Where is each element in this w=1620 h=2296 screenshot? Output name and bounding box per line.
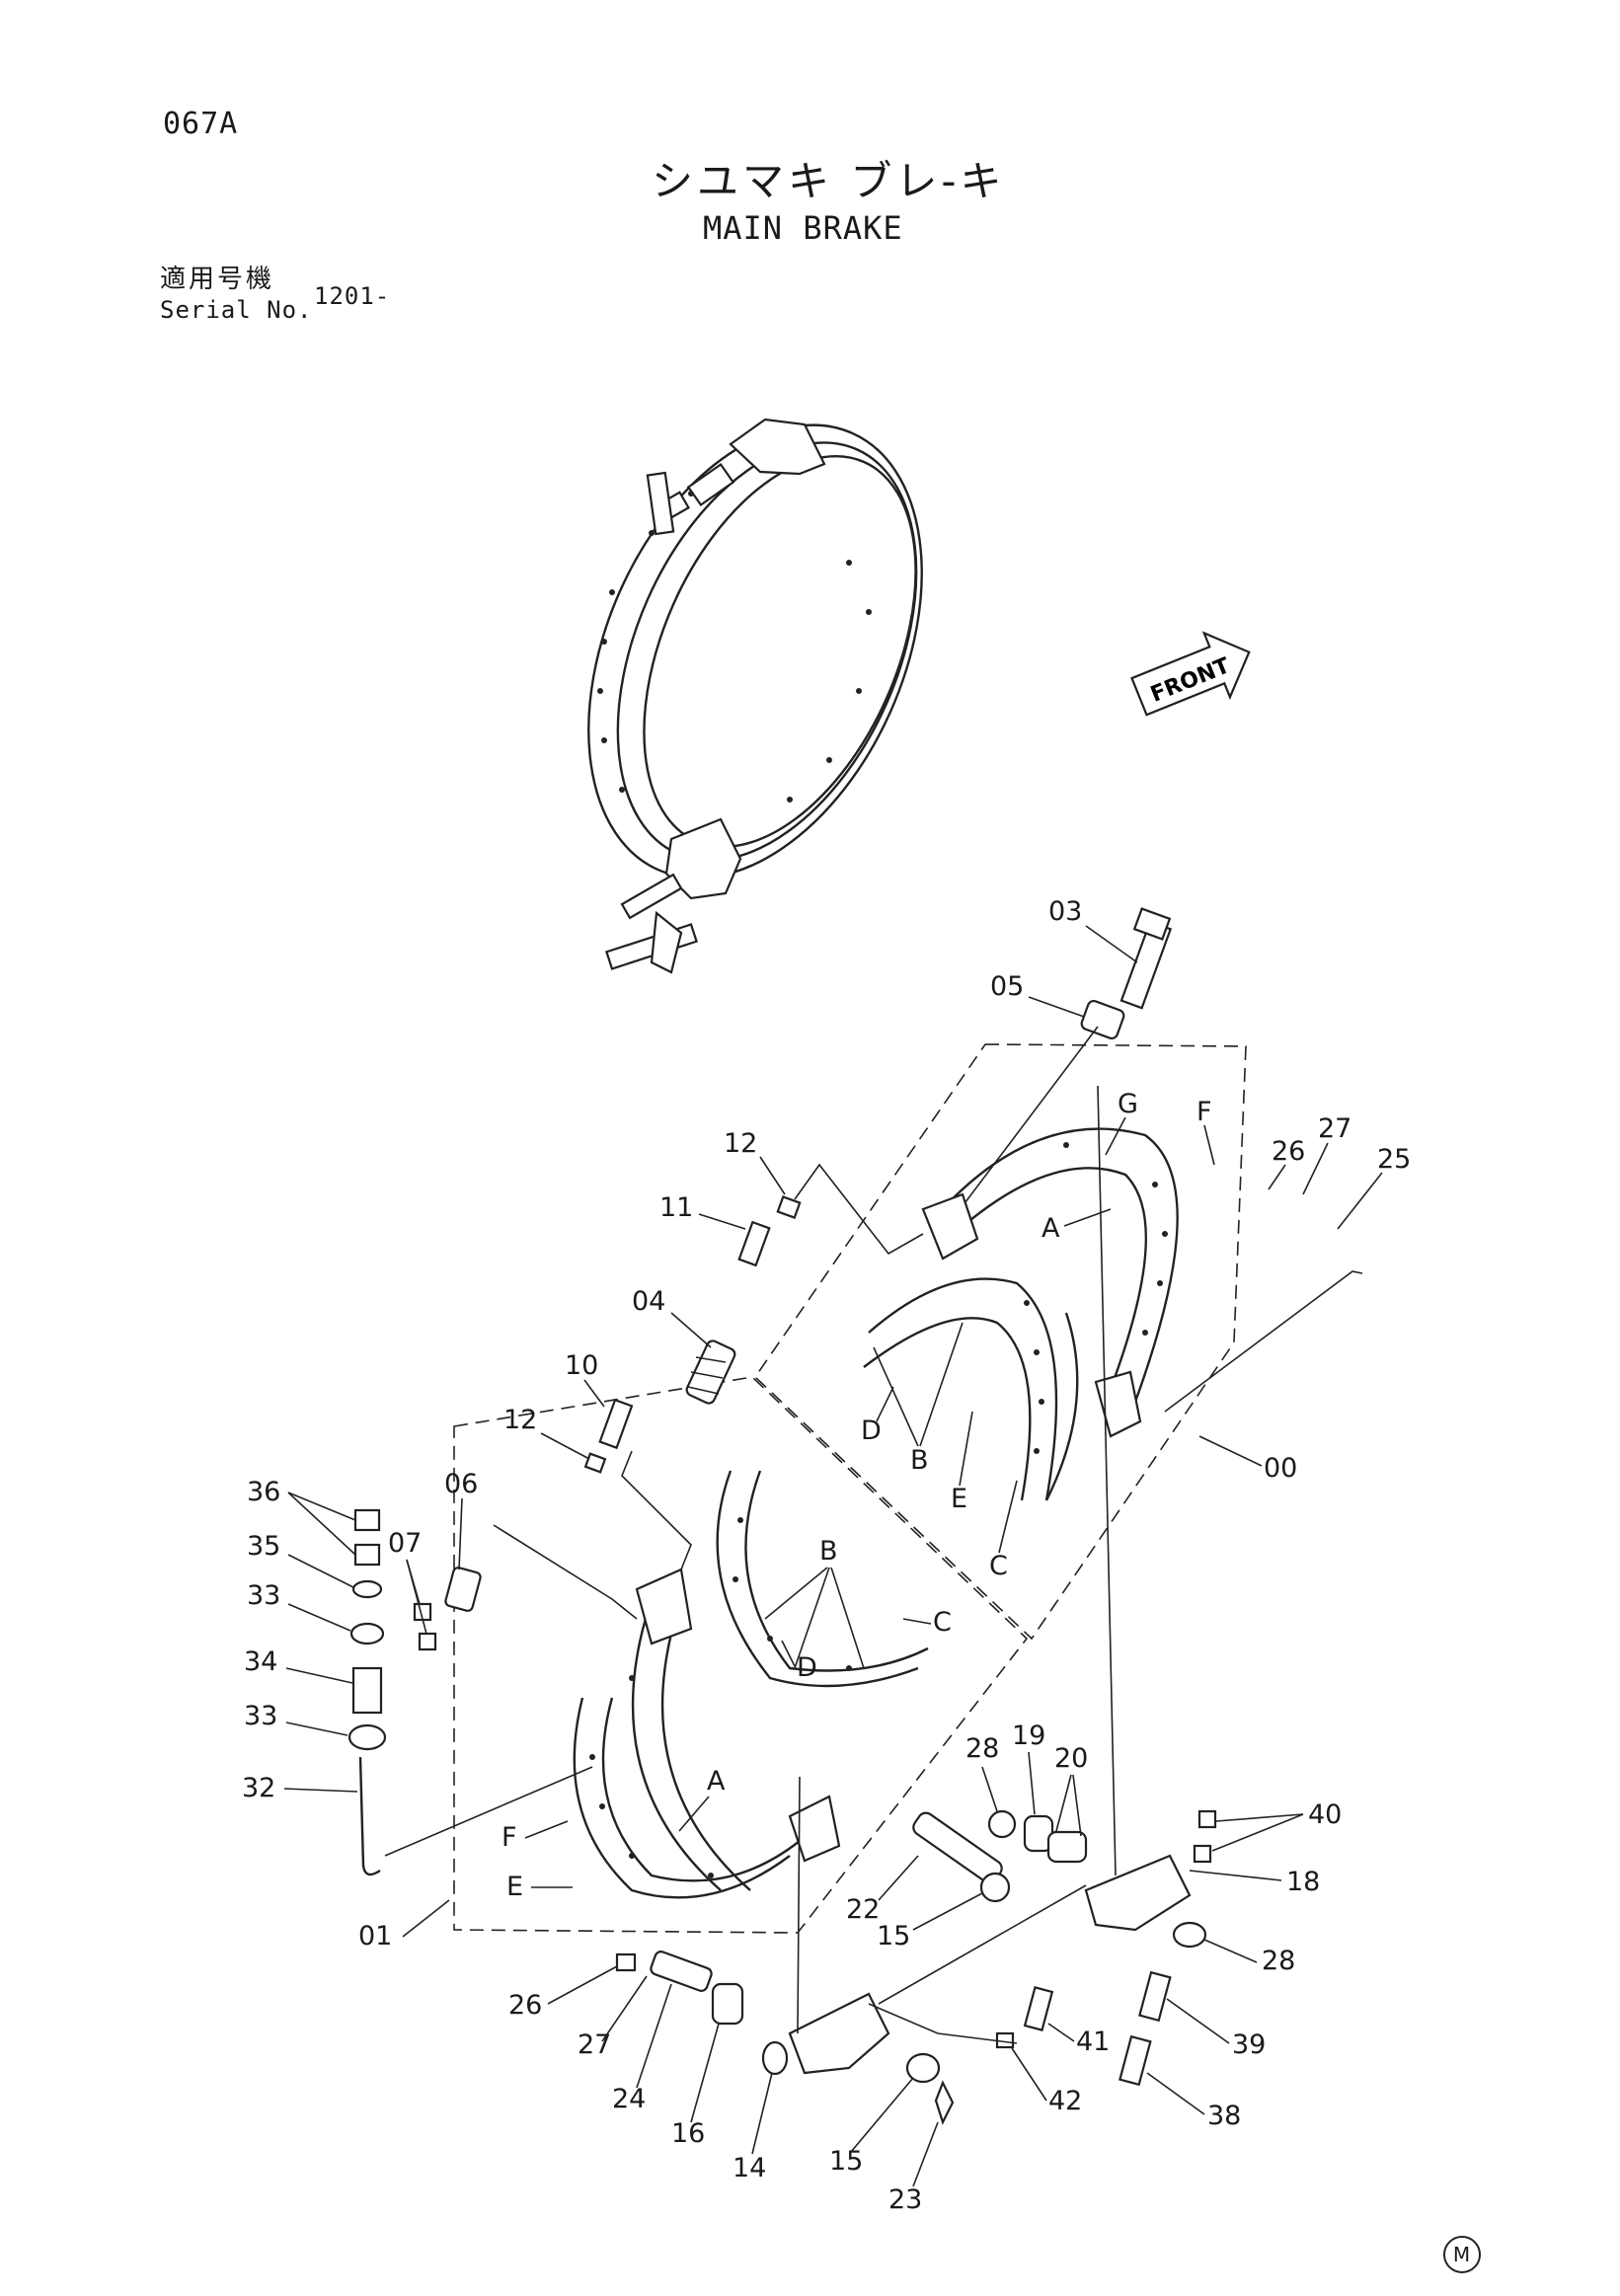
callout-A-upper: A — [1041, 1213, 1060, 1244]
callout-27-upper: 27 — [1318, 1113, 1351, 1144]
serial-label-japanese: 適用号機 — [160, 265, 275, 294]
lower-brake-shoe — [573, 1470, 929, 1899]
callout-labels: 03 05 G F 26 27 25 12 11 A 04 10 12 D B … — [242, 896, 1411, 2215]
page-code: 067A — [163, 107, 239, 141]
callout-23: 23 — [888, 2184, 922, 2215]
callout-35: 35 — [247, 1531, 280, 1562]
upper-brake-shoe — [863, 1127, 1179, 1501]
front-arrow: FRONT — [1130, 631, 1251, 717]
assembled-brake-band — [587, 418, 923, 974]
callout-33-lower: 33 — [244, 1701, 277, 1731]
callout-A-lower: A — [707, 1766, 726, 1797]
callout-00: 00 — [1264, 1453, 1297, 1484]
callout-C-upper: C — [989, 1551, 1008, 1581]
callout-04: 04 — [632, 1286, 665, 1317]
callout-19: 19 — [1012, 1721, 1045, 1751]
spring-04 — [685, 1339, 736, 1405]
callout-27-lower: 27 — [578, 2029, 611, 2060]
callout-26-upper: 26 — [1272, 1136, 1305, 1167]
callout-28-upper: 28 — [965, 1733, 999, 1764]
bolts-10-11-12 — [583, 1194, 802, 1474]
callout-F-upper: F — [1196, 1097, 1212, 1127]
title-japanese: シユマキ ブレ-キ — [652, 157, 1006, 205]
callout-12-upper: 12 — [724, 1128, 757, 1159]
callout-16: 16 — [671, 2118, 705, 2149]
callout-14: 14 — [733, 2153, 766, 2183]
callout-B-upper: B — [910, 1445, 929, 1476]
callout-40: 40 — [1308, 1799, 1342, 1830]
callout-20: 20 — [1054, 1743, 1088, 1774]
title-english: MAIN BRAKE — [703, 209, 903, 247]
callout-10: 10 — [565, 1350, 598, 1381]
callout-41: 41 — [1076, 2027, 1110, 2057]
callout-C-lower: C — [933, 1607, 952, 1638]
connection-lines — [384, 1085, 1363, 2044]
manufacturer-mark: M — [1443, 2236, 1481, 2273]
group-00-box — [753, 1043, 1247, 1641]
callout-24: 24 — [612, 2084, 646, 2114]
bolt-03 — [1080, 907, 1173, 1040]
callout-D-upper: D — [861, 1416, 882, 1446]
callout-36: 36 — [247, 1477, 280, 1507]
callout-E-upper: E — [951, 1484, 967, 1514]
callout-07: 07 — [388, 1528, 422, 1559]
callout-12-lower: 12 — [503, 1405, 537, 1435]
left-stack-parts — [347, 1508, 482, 1876]
serial-value: 1201- — [314, 282, 391, 310]
callout-25: 25 — [1377, 1144, 1411, 1175]
callout-E-lower: E — [506, 1872, 523, 1902]
callout-33-upper: 33 — [247, 1580, 280, 1611]
callout-26-lower: 26 — [508, 1990, 542, 2021]
callout-B-lower: B — [819, 1536, 838, 1567]
bottom-linkage — [615, 1809, 1217, 2125]
callout-D-lower: D — [797, 1652, 817, 1683]
callout-39: 39 — [1232, 2029, 1266, 2060]
callout-34: 34 — [244, 1646, 277, 1677]
callout-18: 18 — [1286, 1867, 1320, 1897]
callout-38: 38 — [1207, 2101, 1241, 2131]
callout-15-lower: 15 — [829, 2146, 863, 2177]
callout-G: G — [1118, 1089, 1138, 1119]
callout-F-lower: F — [501, 1822, 517, 1853]
callout-42: 42 — [1048, 2086, 1082, 2116]
callout-11: 11 — [659, 1192, 693, 1223]
callout-28-lower: 28 — [1262, 1946, 1295, 1976]
serial-label-english: Serial No. — [160, 296, 313, 324]
callout-32: 32 — [242, 1773, 275, 1803]
callout-01: 01 — [358, 1921, 392, 1952]
callout-06: 06 — [444, 1469, 478, 1499]
callout-03: 03 — [1048, 896, 1082, 927]
callout-05: 05 — [990, 971, 1024, 1002]
callout-22: 22 — [846, 1894, 880, 1925]
callout-15-upper: 15 — [877, 1921, 910, 1952]
